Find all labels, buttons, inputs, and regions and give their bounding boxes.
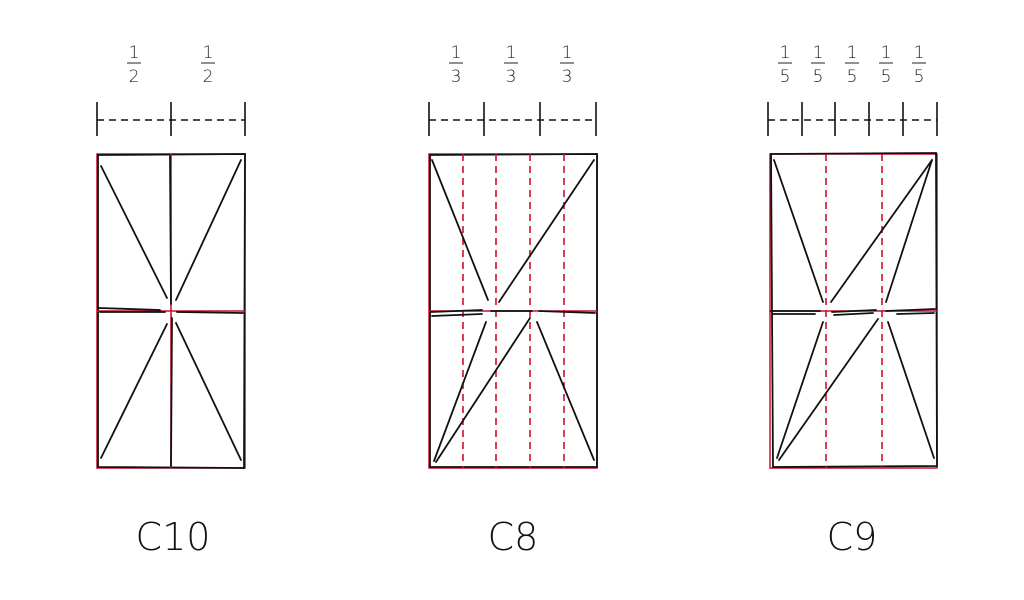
svg-text:5: 5 <box>881 67 892 87</box>
diagram-c10: 1 2 1 2 <box>96 43 246 559</box>
fraction-2: 1 2 <box>201 43 215 87</box>
fraction-4: 1 5 <box>879 43 893 87</box>
svg-text:1: 1 <box>881 43 892 63</box>
svg-text:3: 3 <box>562 67 573 87</box>
svg-text:3: 3 <box>506 67 517 87</box>
svg-text:1: 1 <box>813 43 824 63</box>
numerator: 1 <box>129 43 140 63</box>
svg-text:5: 5 <box>780 67 791 87</box>
diagram-c9: 1 5 1 5 1 5 1 5 1 5 <box>767 43 938 559</box>
fraction-2: 1 5 <box>811 43 825 87</box>
svg-text:1: 1 <box>562 43 573 63</box>
grid-label: C8 <box>488 515 539 559</box>
denominator: 2 <box>129 67 140 87</box>
svg-text:5: 5 <box>914 67 925 87</box>
sketch-lines <box>430 159 596 463</box>
svg-text:1: 1 <box>914 43 925 63</box>
dimension-ruler <box>96 102 246 136</box>
fraction-3: 1 5 <box>845 43 859 87</box>
fraction-3: 1 3 <box>560 43 574 87</box>
fraction-1: 1 5 <box>778 43 792 87</box>
fraction-2: 1 3 <box>504 43 518 87</box>
grid-label: C10 <box>136 515 211 559</box>
svg-text:5: 5 <box>813 67 824 87</box>
svg-text:5: 5 <box>847 67 858 87</box>
numerator: 1 <box>203 43 214 63</box>
svg-text:1: 1 <box>506 43 517 63</box>
dimension-ruler <box>428 102 597 136</box>
svg-text:1: 1 <box>780 43 791 63</box>
svg-text:3: 3 <box>451 67 462 87</box>
fraction-1: 1 3 <box>449 43 463 87</box>
sketch-lines <box>770 159 936 461</box>
dimension-ruler <box>767 102 938 136</box>
diagram-c8: 1 3 1 3 1 3 <box>428 43 598 559</box>
denominator: 2 <box>203 67 214 87</box>
sketch-lines <box>98 155 244 467</box>
fraction-1: 1 2 <box>127 43 141 87</box>
svg-text:1: 1 <box>451 43 462 63</box>
svg-text:1: 1 <box>847 43 858 63</box>
fraction-5: 1 5 <box>912 43 926 87</box>
grid-label: C9 <box>827 515 878 559</box>
